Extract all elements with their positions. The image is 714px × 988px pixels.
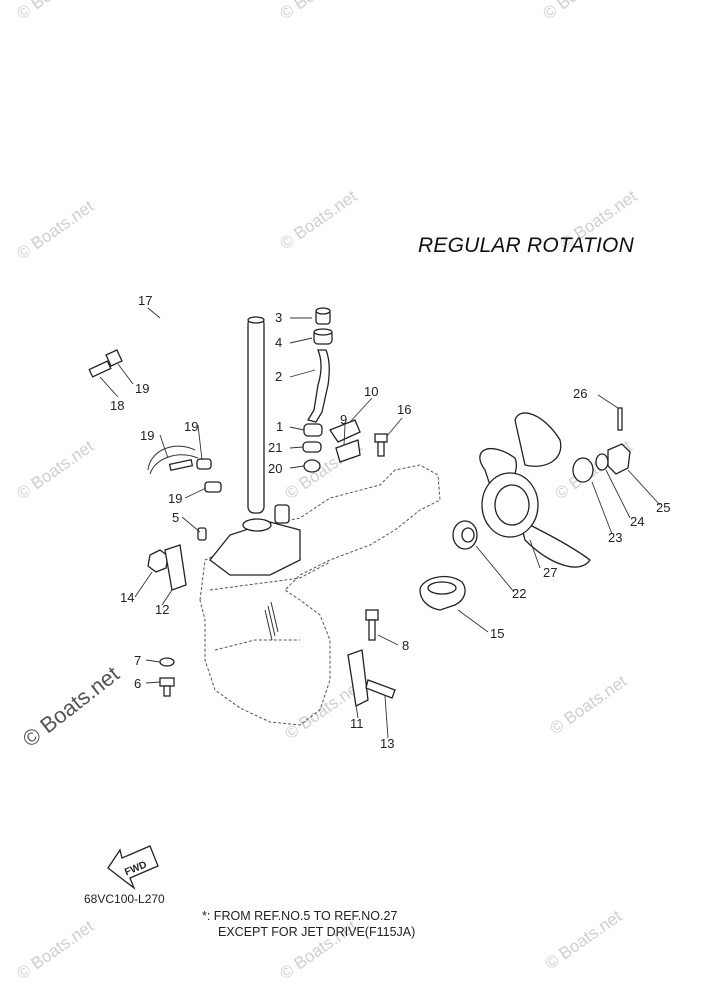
watermark: © Boats.net [541,906,625,973]
callout-10: 10 [364,384,378,399]
trim-anode-11-bolt-13 [347,649,396,707]
dowel-5 [197,527,207,541]
callout-6: 6 [134,676,141,691]
hose-17 [116,324,215,462]
callout-3: 3 [275,310,282,325]
callout-25: 25 [656,500,670,515]
footnote: *: FROM REF.NO.5 TO REF.NO.27 EXCEPT FOR… [202,908,415,940]
thrust-washer-15 [419,575,466,611]
callout-1: 1 [276,419,283,434]
callout-5: 5 [172,510,179,525]
grommet-stack [302,307,333,473]
callout-17: 17 [138,293,152,308]
bolt-8 [365,609,379,641]
callout-21: 21 [268,440,282,455]
spacer-22 [452,520,478,550]
drawing-code: 68VC100-L270 [84,892,165,906]
callout-26: 26 [573,386,587,401]
fwd-arrow-icon: FWD [107,845,159,890]
water-pipe [247,316,265,514]
prop-hardware [572,407,631,483]
footnote-line-1: *: FROM REF.NO.5 TO REF.NO.27 [202,909,398,923]
leader-lines [99,307,661,739]
callout-8: 8 [402,638,409,653]
callout-19: 19 [140,428,154,443]
footnote-line-2: EXCEPT FOR JET DRIVE(F115JA) [218,925,416,939]
callout-4: 4 [275,335,282,350]
callout-23: 23 [608,530,622,545]
watermark: © Boats.net [13,0,97,23]
washer-7-bolt-6 [159,657,175,697]
callout-7: 7 [134,653,141,668]
watermark: © Boats.net [13,436,97,503]
anode-12-nut-14 [147,544,187,591]
callout-18: 18 [110,398,124,413]
callout-15: 15 [490,626,504,641]
callout-11: 11 [350,716,364,731]
watermark: © Boats.net [546,671,630,738]
watermark-large: © Boats.net [18,661,124,752]
watermark: © Boats.net [13,916,97,983]
callout-22: 22 [512,586,526,601]
rotation-title: REGULAR ROTATION [418,234,634,257]
bolt-16 [374,433,388,457]
callout-19: 19 [135,381,149,396]
pump-housing [209,504,301,576]
callout-2: 2 [275,369,282,384]
callout-12: 12 [155,602,169,617]
callout-13: 13 [380,736,394,751]
watermarks: © Boats.net © Boats.net © Boats.net © Bo… [13,0,640,983]
callout-20: 20 [268,461,282,476]
watermark: © Boats.net [276,0,360,23]
callout-24: 24 [630,514,644,529]
fitting-18 [88,349,123,378]
callouts: 17 3 4 2 19 18 10 16 9 1 19 19 21 20 19 … [110,293,670,751]
lower-case-housing [199,464,441,726]
callout-16: 16 [397,402,411,417]
watermark: © Boats.net [13,196,97,263]
propeller-27 [479,412,591,568]
watermark: © Boats.net [276,186,360,253]
callout-9: 9 [340,412,347,427]
callout-14: 14 [120,590,134,605]
hose-clamps-19 [147,445,222,493]
callout-19: 19 [184,419,198,434]
callout-27: 27 [543,565,557,580]
watermark: © Boats.net [539,0,623,23]
callout-19: 19 [168,491,182,506]
